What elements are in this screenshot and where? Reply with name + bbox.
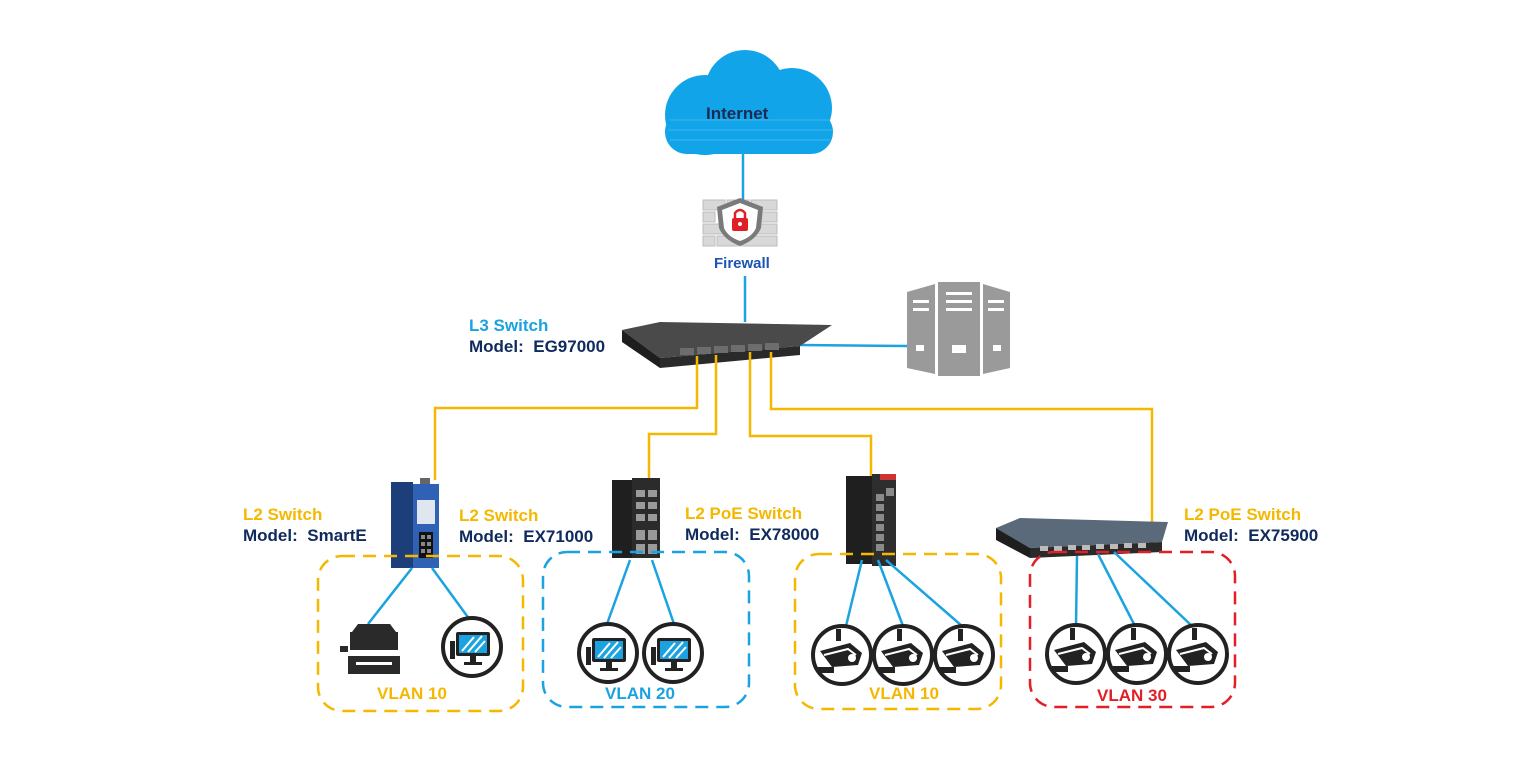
access-switch-ex78000-device (846, 474, 896, 566)
access-switch-ex71000-device (612, 478, 660, 558)
access-switch-2-model-prefix: Model: (459, 527, 514, 546)
access-switch-4-label: L2 PoE Switch Model: EX75900 (1184, 504, 1318, 546)
vlan-label: VLAN 30 (1097, 686, 1167, 705)
access-switch-1-model: SmartE (307, 526, 367, 545)
monitor-icon (642, 622, 704, 684)
vlan-label: VLAN 20 (605, 684, 675, 703)
printer-icon (340, 624, 402, 674)
vlan-label: VLAN 10 (377, 684, 447, 703)
access-switch-4-model: EX75900 (1248, 526, 1319, 545)
access-switch-1-model-prefix: Model: (243, 526, 298, 545)
vlan-box-3 (793, 552, 1003, 711)
access-switch-smarte-device (391, 478, 439, 568)
monitor-icon (441, 616, 503, 678)
cloud-icon (665, 50, 833, 155)
access-switch-4-role: L2 PoE Switch (1184, 505, 1302, 524)
core-switch-model-prefix: Model: (469, 337, 524, 356)
server-tower-icon (907, 282, 1010, 376)
access-switch-2-role: L2 Switch (459, 506, 539, 525)
access-switch-3-label: L2 PoE Switch Model: EX78000 (685, 503, 819, 545)
access-switch-3-role: L2 PoE Switch (685, 504, 803, 523)
camera-icon (1167, 623, 1229, 685)
access-switch-2-model: EX71000 (523, 527, 594, 546)
device-links (367, 551, 1193, 627)
vlan-label: VLAN 10 (869, 684, 939, 703)
access-switch-1-label: L2 Switch Model: SmartE (243, 504, 367, 546)
camera-icon (1045, 623, 1107, 685)
access-switch-3-model: EX78000 (749, 525, 820, 544)
firewall-shield-lock-icon (702, 198, 778, 247)
cloud-label: Internet (706, 104, 769, 123)
monitor-icon (577, 622, 639, 684)
distribution-lines (433, 352, 1154, 540)
firewall-label: Firewall (714, 255, 770, 272)
access-switch-1-role: L2 Switch (243, 505, 323, 524)
core-switch-model: EG97000 (533, 337, 606, 356)
camera-icon (872, 624, 934, 686)
access-switch-4-model-prefix: Model: (1184, 526, 1239, 545)
l3-switch-device (622, 322, 832, 368)
camera-icon (1106, 623, 1168, 685)
access-switch-ex75900-device (996, 518, 1168, 558)
access-switch-2-label: L2 Switch Model: EX71000 (459, 505, 593, 547)
core-switch-role: L3 Switch (469, 316, 549, 335)
core-switch-label: L3 Switch Model: EG97000 (469, 315, 605, 357)
camera-icon (933, 624, 995, 686)
vlan-box-2 (541, 550, 751, 709)
camera-icon (811, 624, 873, 686)
access-switch-3-model-prefix: Model: (685, 525, 740, 544)
uplink-lines (741, 153, 909, 348)
